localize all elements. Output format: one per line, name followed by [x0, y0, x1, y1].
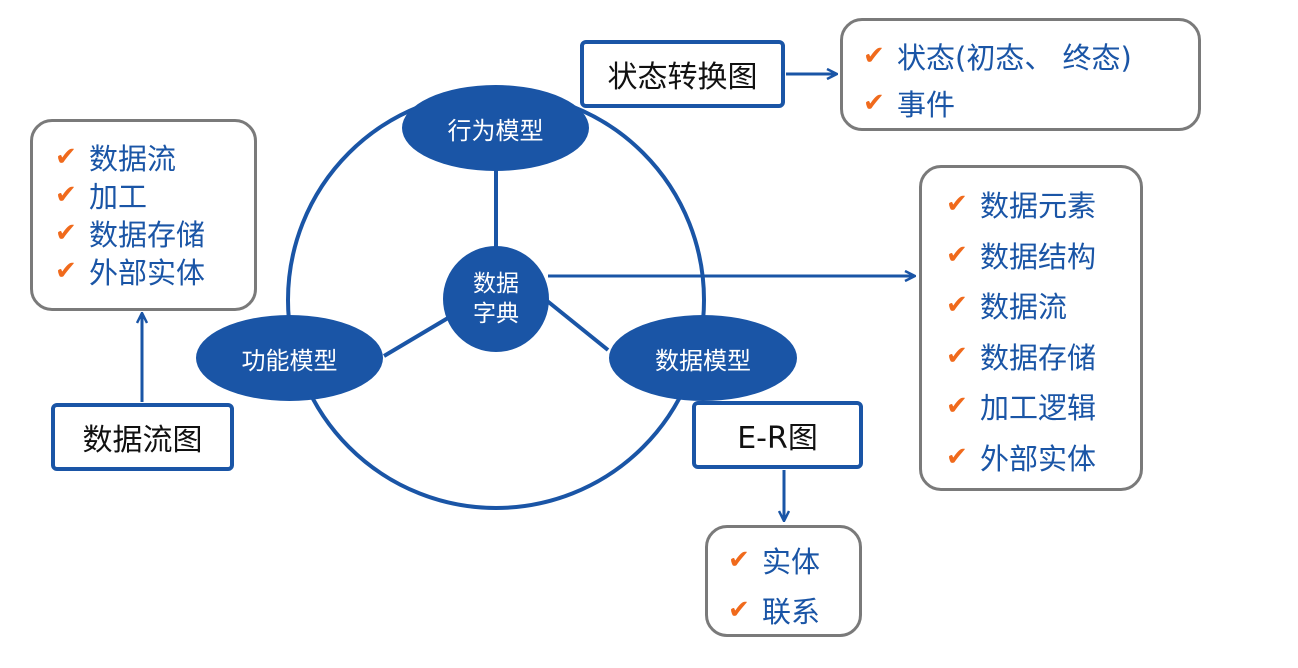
list-item: ✔ 数据元素	[946, 179, 1140, 230]
list-item-label: 数据流	[980, 290, 1068, 325]
list-item: ✔ 状态(初态、 终态)	[863, 32, 1198, 79]
list-item-label: 加工逻辑	[980, 391, 1097, 426]
list-item: ✔ 外部实体	[946, 432, 1140, 483]
er-items-list: ✔ 实体 ✔ 联系	[728, 535, 859, 635]
data-model-node: 数据模型	[609, 315, 797, 401]
data-dictionary-items-list: ✔ 数据元素 ✔ 数据结构 ✔ 数据流 ✔ 数据存储 ✔ 加工逻辑 ✔ 外部实体	[946, 179, 1140, 482]
check-icon: ✔	[728, 595, 750, 625]
list-item-label: 联系	[762, 595, 821, 629]
data-flow-diagram-label: 数据流图	[82, 423, 203, 458]
list-item-label: 外部实体	[89, 256, 206, 290]
data-flow-items-box: ✔ 数据流 ✔ 加工 ✔ 数据存储 ✔ 外部实体	[30, 119, 257, 311]
check-icon: ✔	[946, 391, 968, 422]
list-item: ✔ 外部实体	[55, 252, 254, 290]
list-item-label: 状态(初态、 终态)	[897, 40, 1132, 75]
data-model-label: 数据模型	[655, 346, 751, 375]
check-icon: ✔	[55, 218, 77, 248]
er-diagram-label: E-R图	[737, 421, 818, 456]
function-model-label: 功能模型	[241, 346, 338, 375]
data-flow-diagram-box: 数据流图	[51, 403, 234, 471]
list-item-label: 加工	[89, 180, 148, 214]
data-dictionary-node: 数据 字典	[443, 246, 549, 352]
list-item: ✔ 数据流	[55, 138, 254, 176]
spoke-data	[544, 298, 610, 352]
state-transition-diagram-label: 状态转换图	[607, 60, 758, 95]
check-icon: ✔	[863, 87, 885, 118]
state-transition-diagram-box: 状态转换图	[580, 40, 785, 108]
check-icon: ✔	[55, 180, 77, 210]
list-item: ✔ 数据流	[946, 280, 1140, 331]
list-item-label: 数据结构	[980, 239, 1097, 274]
behavior-model-label: 行为模型	[447, 116, 544, 145]
list-item: ✔ 联系	[728, 585, 859, 635]
state-items-box: ✔ 状态(初态、 终态) ✔ 事件	[840, 18, 1201, 131]
list-item: ✔ 数据存储	[946, 331, 1140, 382]
list-item: ✔ 数据结构	[946, 230, 1140, 281]
list-item-label: 实体	[762, 545, 821, 579]
er-diagram-box: E-R图	[692, 401, 863, 469]
data-dictionary-label-line1: 数据	[473, 271, 519, 297]
check-icon: ✔	[946, 441, 968, 472]
check-icon: ✔	[946, 290, 968, 321]
state-items-list: ✔ 状态(初态、 终态) ✔ 事件	[863, 32, 1198, 126]
data-dictionary-items-box: ✔ 数据元素 ✔ 数据结构 ✔ 数据流 ✔ 数据存储 ✔ 加工逻辑 ✔ 外部实体	[919, 165, 1143, 491]
check-icon: ✔	[728, 545, 750, 575]
check-icon: ✔	[55, 256, 77, 286]
check-icon: ✔	[946, 340, 968, 371]
list-item: ✔ 加工逻辑	[946, 381, 1140, 432]
er-items-box: ✔ 实体 ✔ 联系	[705, 525, 862, 637]
data-flow-items-list: ✔ 数据流 ✔ 加工 ✔ 数据存储 ✔ 外部实体	[55, 138, 254, 290]
data-dictionary-label-line2: 字典	[473, 301, 519, 327]
list-item-label: 数据存储	[89, 218, 206, 252]
list-item-label: 外部实体	[980, 441, 1097, 476]
behavior-model-node: 行为模型	[402, 85, 589, 171]
check-icon: ✔	[863, 40, 885, 71]
check-icon: ✔	[946, 189, 968, 220]
list-item: ✔ 事件	[863, 79, 1198, 126]
list-item-label: 事件	[897, 87, 956, 122]
list-item-label: 数据存储	[980, 340, 1097, 375]
list-item-label: 数据元素	[980, 189, 1097, 224]
check-icon: ✔	[55, 142, 77, 172]
list-item: ✔ 数据存储	[55, 214, 254, 252]
spoke-function	[382, 316, 450, 358]
check-icon: ✔	[946, 239, 968, 270]
list-item: ✔ 实体	[728, 535, 859, 585]
function-model-node: 功能模型	[196, 315, 383, 401]
list-item-label: 数据流	[89, 142, 177, 176]
list-item: ✔ 加工	[55, 176, 254, 214]
